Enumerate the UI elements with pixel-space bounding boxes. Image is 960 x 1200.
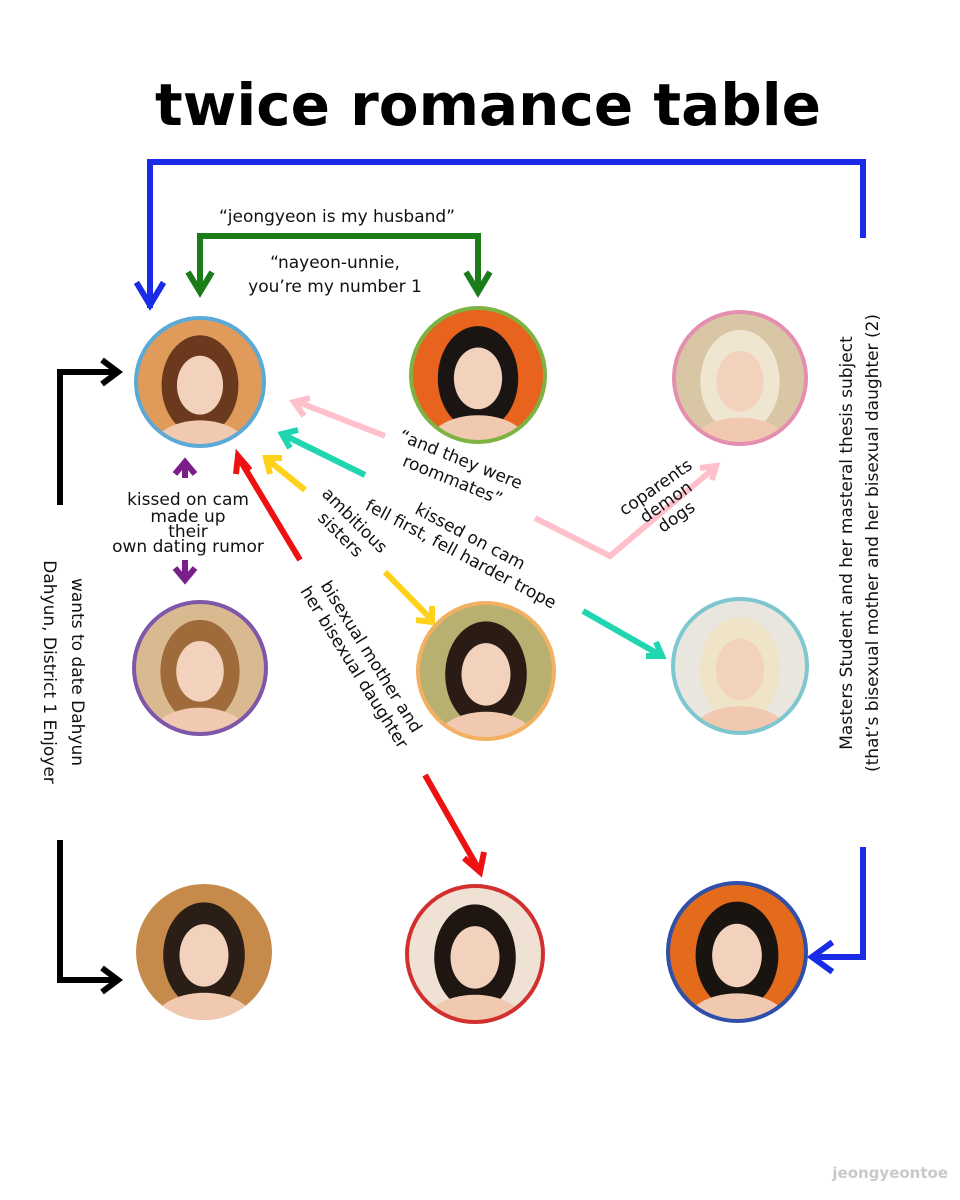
member-nodes [132,306,809,1024]
label-kissed-trope: kissed on cam fell first, fell harder tr… [362,496,560,614]
svg-text:Dahyun, District 1 Enjoyer: Dahyun, District 1 Enjoyer [39,560,59,784]
svg-text:wants to date Dahyun: wants to date Dahyun [67,578,87,766]
label-husband: “jeongyeon is my husband” [219,207,455,227]
member-dahyun [136,884,272,1020]
svg-text:(that’s bisexual mother and he: (that’s bisexual mother and her bisexual… [863,314,883,772]
member-tzuyu [666,881,808,1023]
pink-arrow [288,395,721,560]
member-jeongyeon [409,306,547,444]
page-title: twice romance table [155,71,821,139]
yellow-arrow [262,455,435,626]
label-sana-line4: own dating rumor [112,537,264,557]
svg-text:fell first, fell harder trope: fell first, fell harder trope [362,496,560,614]
member-momo [672,310,808,446]
svg-text:her bisexual daughter: her bisexual daughter [296,583,412,752]
label-dahyun: wants to date Dahyun Dahyun, District 1 … [39,560,87,784]
svg-text:Masters Student and her master: Masters Student and her masteral thesis … [837,336,857,750]
green-connector [185,233,493,298]
purple-arrow [172,457,198,585]
label-sana-line1: kissed on cam [127,490,249,510]
member-sana [132,600,268,736]
label-sana-line3: their [168,522,208,542]
teal-arrow [277,427,667,659]
label-number1-line2: you’re my number 1 [248,277,422,297]
member-mina [671,597,809,735]
label-number1-line1: “nayeon-unnie, [270,253,400,273]
member-jihyo [416,601,556,741]
watermark: jeongyeontoe [831,1164,948,1182]
black-connector [57,357,123,995]
member-chaeyoung [405,884,545,1024]
red-arrow [233,448,487,878]
label-ambitious: ambitious sisters [313,484,391,562]
member-nayeon [134,316,266,448]
blue-connector [133,159,866,975]
label-sana-line2: made up [150,507,225,527]
label-tzuyu: Masters Student and her masteral thesis … [837,314,883,772]
